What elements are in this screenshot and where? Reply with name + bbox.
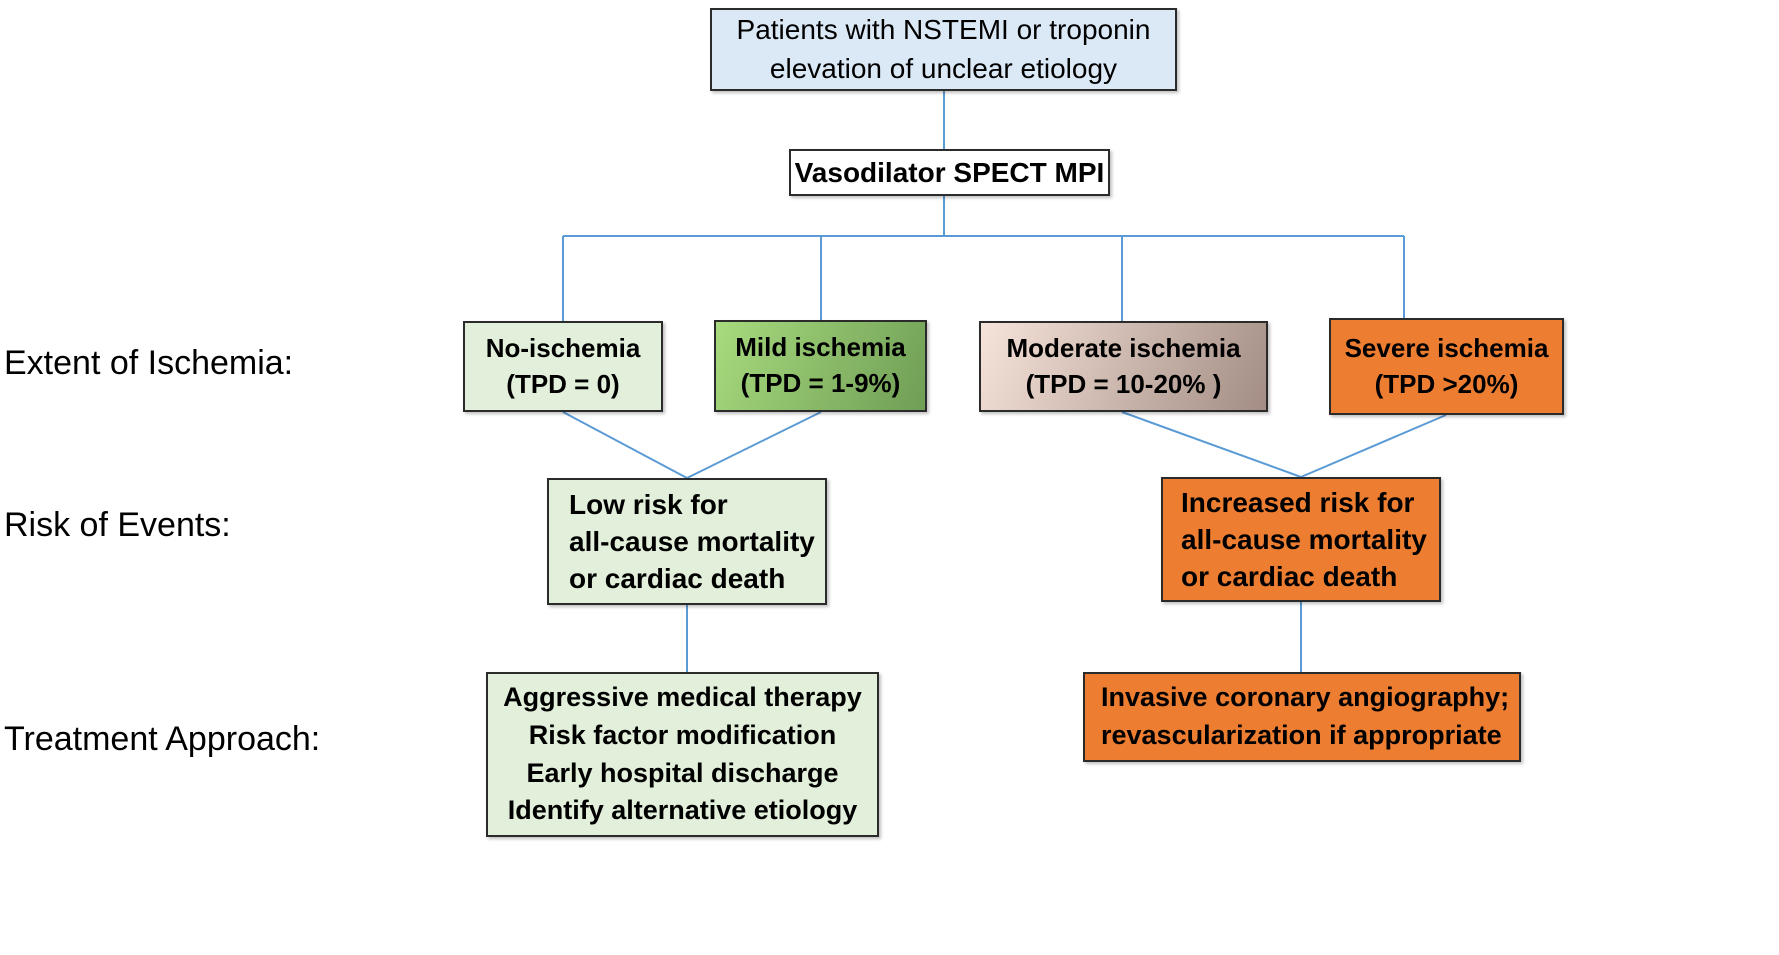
node-no-ischemia-text: No-ischemia (TPD = 0) xyxy=(485,332,641,399)
node-spect-text: Vasodilator SPECT MPI xyxy=(794,156,1105,188)
row-label-treatment-approach: Treatment Approach: xyxy=(4,720,321,758)
node-patients-nstemi: Patients with NSTEMI or troponin elevati… xyxy=(710,8,1177,91)
node-moderate-ischemia-text: Moderate ischemia (TPD = 10-20% ) xyxy=(1006,332,1241,399)
connector-mild-to-low-risk xyxy=(686,411,822,479)
node-increased-risk: Increased risk for all-cause mortality o… xyxy=(1161,477,1441,602)
row-label-risk-of-events: Risk of Events: xyxy=(4,506,231,544)
node-moderate-ischemia: Moderate ischemia (TPD = 10-20% ) xyxy=(979,321,1268,412)
node-low-risk-treatment-text: Aggressive medical therapy Risk factor m… xyxy=(503,681,862,826)
node-vasodilator-spect-mpi: Vasodilator SPECT MPI xyxy=(789,149,1110,196)
node-increased-risk-text: Increased risk for all-cause mortality o… xyxy=(1181,486,1427,593)
node-severe-ischemia-text: Severe ischemia (TPD >20%) xyxy=(1344,332,1549,399)
node-low-risk-treatment: Aggressive medical therapy Risk factor m… xyxy=(486,672,879,837)
connector-severe-to-increased xyxy=(1300,414,1447,478)
node-low-risk: Low risk for all-cause mortality or card… xyxy=(547,478,827,605)
row-label-extent-of-ischemia: Extent of Ischemia: xyxy=(4,344,294,382)
node-mild-ischemia-text: Mild ischemia (TPD = 1-9%) xyxy=(735,332,906,398)
node-increased-risk-treatment-text: Invasive coronary angiography; revascula… xyxy=(1101,682,1510,750)
node-low-risk-text: Low risk for all-cause mortality or card… xyxy=(569,488,815,595)
node-no-ischemia: No-ischemia (TPD = 0) xyxy=(463,321,663,412)
connector-no-ischemia-to-low-risk xyxy=(562,411,688,479)
node-patients-text: Patients with NSTEMI or troponin elevati… xyxy=(736,13,1151,84)
node-severe-ischemia: Severe ischemia (TPD >20%) xyxy=(1329,318,1564,415)
node-increased-risk-treatment: Invasive coronary angiography; revascula… xyxy=(1083,672,1521,762)
connector-moderate-to-increased xyxy=(1121,411,1302,478)
node-mild-ischemia: Mild ischemia (TPD = 1-9%) xyxy=(714,320,927,412)
